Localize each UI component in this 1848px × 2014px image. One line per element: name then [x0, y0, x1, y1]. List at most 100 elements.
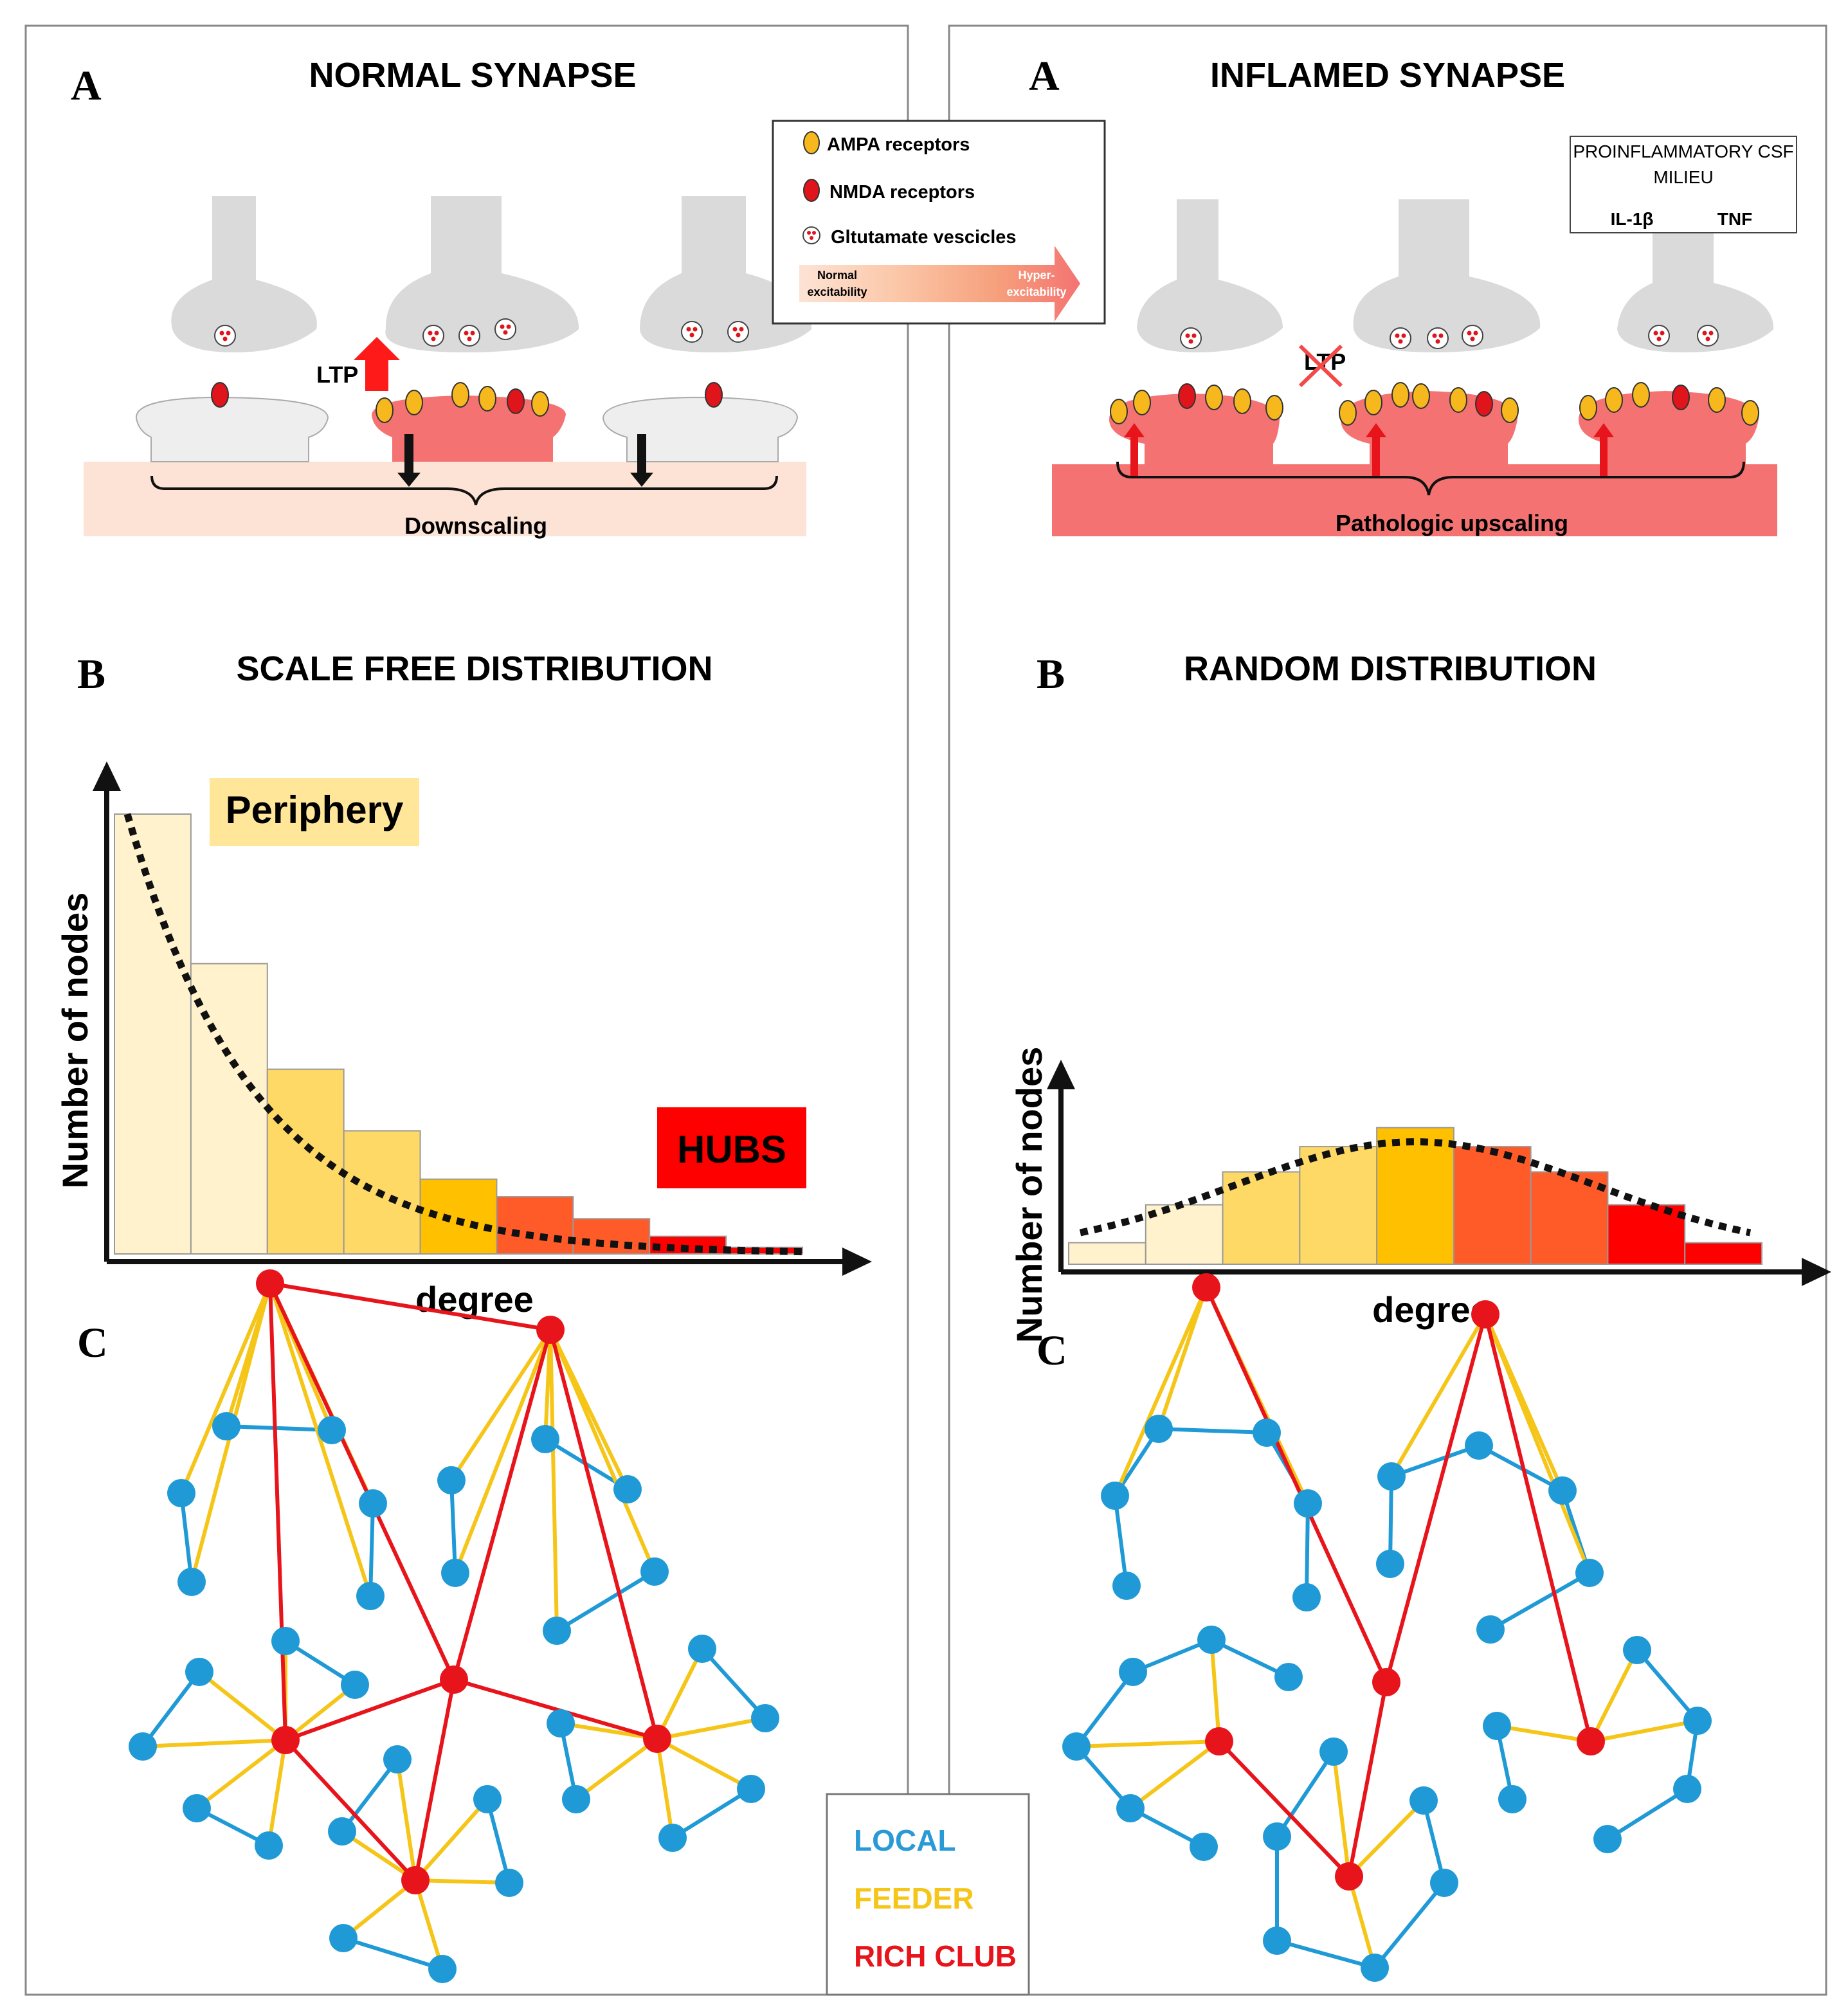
- rich-club-edge: [1483, 1314, 1593, 1742]
- feeder-edge: [1076, 1739, 1220, 1748]
- vesicle-dot: [1191, 333, 1197, 338]
- excitability-arrow: [799, 246, 1080, 322]
- local-node: [359, 1489, 387, 1518]
- left-letter-a: A: [71, 62, 102, 109]
- ampa-receptor: [1133, 390, 1151, 415]
- rich-club-node: [401, 1866, 430, 1894]
- feeder-edge: [657, 1716, 766, 1741]
- local-node: [658, 1824, 687, 1852]
- dendritic-spine-active: [1341, 391, 1517, 464]
- left-title-a: NORMAL SYNAPSE: [309, 56, 636, 95]
- nmda-receptor: [1672, 385, 1690, 410]
- glutamate-vesicle: [1390, 327, 1411, 349]
- hubs-box: [657, 1107, 806, 1188]
- local-node: [751, 1704, 779, 1732]
- ampa-receptor: [376, 397, 394, 423]
- x-axis-arrowhead: [842, 1247, 872, 1276]
- vesicle-dot: [428, 331, 433, 336]
- feeder-edge: [1157, 1287, 1208, 1429]
- local-edge: [1391, 1444, 1480, 1478]
- local-edge: [1388, 1476, 1393, 1565]
- local-edge: [1478, 1444, 1564, 1492]
- rich-club-node: [643, 1725, 671, 1753]
- y-axis-arrowhead: [1047, 1060, 1075, 1089]
- right-title-b: RANDOM DISTRIBUTION: [1184, 649, 1597, 688]
- receptor-legend: AMPA receptors NMDA receptors Gltutamate…: [772, 120, 1106, 325]
- local-node: [1112, 1572, 1141, 1600]
- rich-club-edge: [1384, 1314, 1487, 1683]
- local-edge: [1275, 1750, 1336, 1838]
- hubs-label: HUBS: [677, 1128, 786, 1171]
- vesicle-dot: [1660, 331, 1665, 336]
- vesicle-dot: [226, 331, 231, 336]
- rich-club-edge: [1217, 1739, 1351, 1878]
- ampa-receptor: [1708, 387, 1726, 413]
- glutamate-vesicle: [1427, 327, 1449, 349]
- rich-club-edge: [284, 1678, 455, 1742]
- y-axis-arrowhead: [93, 761, 121, 791]
- rich-club-node: [440, 1665, 468, 1694]
- local-node: [1430, 1869, 1458, 1897]
- vesicle-dot: [431, 336, 436, 341]
- ampa-receptor: [1449, 387, 1467, 413]
- local-node: [183, 1794, 211, 1822]
- rich-club-edge: [284, 1738, 417, 1882]
- vesicle-dot: [1473, 331, 1478, 336]
- x-axis-label: degree: [415, 1279, 534, 1320]
- ampa-receptor: [1605, 387, 1623, 413]
- feeder-edge: [656, 1737, 752, 1791]
- feeder-edge: [449, 1329, 552, 1482]
- glutamate-vesicle: [458, 325, 480, 347]
- upscaling-label: Pathologic upscaling: [1336, 510, 1568, 536]
- vesicle-dot: [503, 330, 508, 335]
- local-edge: [556, 1570, 656, 1633]
- feeder-edge: [142, 1738, 286, 1748]
- feeder-edge: [1347, 1876, 1377, 1968]
- legend-normal-1: Normal: [817, 269, 857, 282]
- local-edge: [1276, 1939, 1375, 1970]
- local-node: [318, 1416, 346, 1444]
- local-node: [1593, 1825, 1622, 1853]
- glutamate-vesicle: [214, 325, 236, 347]
- local-edge: [340, 1758, 399, 1833]
- nmda-receptor: [705, 382, 723, 408]
- local-node: [428, 1955, 457, 1983]
- legend-hyper-2: excitability: [1006, 286, 1066, 298]
- local-node: [1319, 1737, 1348, 1766]
- vesicle-dot: [732, 327, 738, 332]
- periphery-label: Periphery: [226, 788, 404, 831]
- vesicle-dot: [1188, 339, 1193, 344]
- local-edge: [1210, 1638, 1290, 1679]
- local-edge: [671, 1787, 752, 1840]
- local-node: [1498, 1785, 1526, 1813]
- local-node: [1263, 1822, 1291, 1851]
- histogram-bar: [1530, 1171, 1609, 1266]
- y-axis-label: Number of nodes: [55, 893, 95, 1188]
- histogram-bar: [266, 1068, 345, 1255]
- histogram-bar: [496, 1196, 574, 1255]
- feeder-edge: [1390, 1313, 1487, 1478]
- csf-milieu-box: [1570, 136, 1797, 233]
- upscale-arrow: [1124, 423, 1145, 476]
- feeder-edge: [413, 1880, 444, 1970]
- csf-title-line1: PROINFLAMMATORY CSF: [1573, 141, 1793, 161]
- local-node: [1145, 1415, 1173, 1443]
- right-title-a: INFLAMED SYNAPSE: [1210, 56, 1565, 95]
- histogram-bar: [1607, 1204, 1686, 1265]
- local-node: [212, 1412, 240, 1440]
- glutamate-vesicle: [681, 321, 703, 343]
- local-node: [1190, 1833, 1218, 1861]
- local-node: [1483, 1712, 1511, 1740]
- local-edge: [368, 1503, 375, 1597]
- ampa-receptor: [405, 390, 423, 415]
- local-node: [255, 1831, 283, 1860]
- rich-club-edge: [268, 1282, 456, 1681]
- vesicle-dot: [1395, 333, 1400, 338]
- glutamate-vesicle: [727, 321, 749, 343]
- legend-hyper-1: Hyper-: [1018, 269, 1055, 282]
- local-node: [1476, 1615, 1505, 1644]
- histogram-bar: [1684, 1242, 1762, 1265]
- local-node: [177, 1568, 206, 1596]
- rich-club-edge: [1347, 1682, 1388, 1877]
- vesicle-dot: [219, 331, 224, 336]
